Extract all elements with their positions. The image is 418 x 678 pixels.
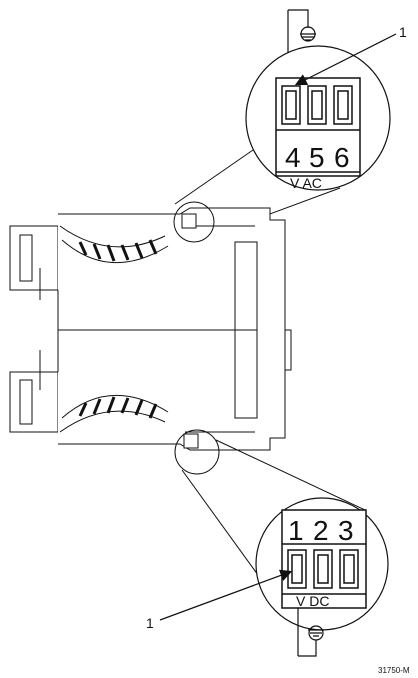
- wire-hatch-bottom: [78, 396, 158, 419]
- wire-hatch-top: [78, 239, 158, 262]
- ac-terminal-number: 5: [309, 142, 325, 173]
- callout-label: 1: [146, 615, 154, 631]
- dc-zoom-group: 1 2 3 V DC 1: [146, 439, 389, 657]
- dc-terminal-block: [281, 509, 367, 609]
- ac-voltage-label: V AC: [290, 175, 322, 191]
- device-housing: [9, 207, 292, 451]
- ac-terminal-number: 6: [334, 142, 350, 173]
- dc-terminal-number: 1: [288, 515, 304, 546]
- arrow-icon: [159, 569, 293, 621]
- dc-terminal-number: 2: [313, 515, 329, 546]
- ac-terminal-number: 4: [285, 142, 301, 173]
- ac-terminal-block: [275, 77, 361, 177]
- figure-reference-code: 31750-M: [378, 666, 410, 675]
- callout-label: 1: [399, 24, 407, 40]
- ac-zoom-group: 4 5 6 V AC 1: [174, 9, 407, 239]
- ground-icon: [297, 608, 324, 657]
- ac-detail-circle: [173, 201, 215, 243]
- dc-voltage-label: V DC: [296, 593, 329, 609]
- arrow-icon: [294, 33, 397, 86]
- dc-detail-circle: [174, 429, 220, 475]
- dc-terminal-number: 3: [338, 515, 354, 546]
